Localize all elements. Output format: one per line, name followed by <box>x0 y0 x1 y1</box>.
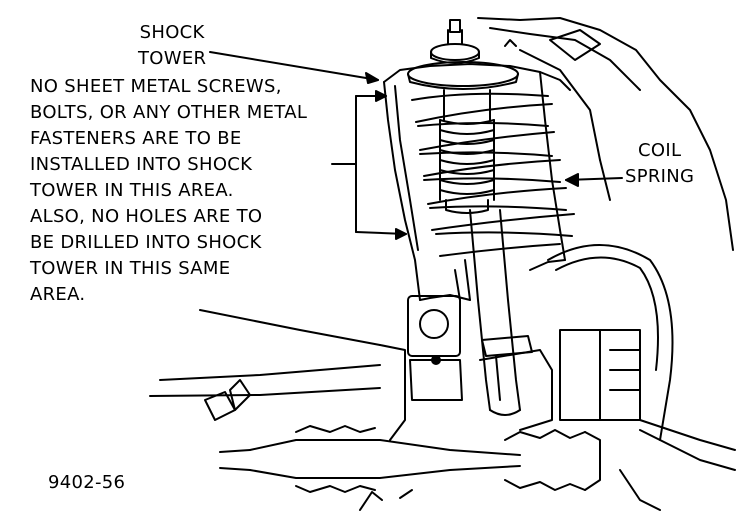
strut-top-mount <box>407 19 519 90</box>
brake-hub-assembly <box>547 244 736 471</box>
warning-note-line: NO SHEET METAL SCREWS, <box>30 76 282 97</box>
coil-spring-label: COIL SPRING <box>625 138 694 190</box>
knuckle-bracket <box>407 259 553 431</box>
drive-axle <box>219 425 601 493</box>
shock-tower-leader <box>209 51 379 84</box>
figure-id: 9402-56 <box>48 472 126 493</box>
warning-note: NO SHEET METAL SCREWS, BOLTS, OR ANY OTH… <box>30 74 307 308</box>
strut-dust-boot <box>439 89 495 214</box>
warning-note-line: BOLTS, OR ANY OTHER METAL <box>30 102 308 123</box>
coil-spring-label-line-2: SPRING <box>625 166 695 187</box>
coil-spring-leader <box>565 173 623 187</box>
warning-note-line: FASTENERS ARE TO BE <box>30 128 242 149</box>
fender-outline <box>477 17 734 251</box>
warning-note-line: BE DRILLED INTO SHOCK <box>30 232 262 253</box>
warning-note-line: TOWER IN THIS SAME <box>30 258 231 279</box>
coil-spring-label-line-1: COIL <box>638 140 682 161</box>
shock-tower-label-line-2: TOWER <box>138 48 207 69</box>
warning-note-bracket <box>331 90 407 240</box>
warning-note-line: ALSO, NO HOLES ARE TO <box>30 206 263 227</box>
coil-spring <box>411 92 575 257</box>
control-arm <box>149 309 406 441</box>
strut-body <box>469 209 533 416</box>
warning-note-line: TOWER IN THIS AREA. <box>30 180 234 201</box>
warning-note-line: AREA. <box>30 284 86 305</box>
shock-tower-label-line-1: SHOCK <box>139 22 205 43</box>
warning-note-line: INSTALLED INTO SHOCK <box>30 154 253 175</box>
shock-tower-label: SHOCK TOWER <box>138 20 206 72</box>
lower-details <box>359 469 661 511</box>
